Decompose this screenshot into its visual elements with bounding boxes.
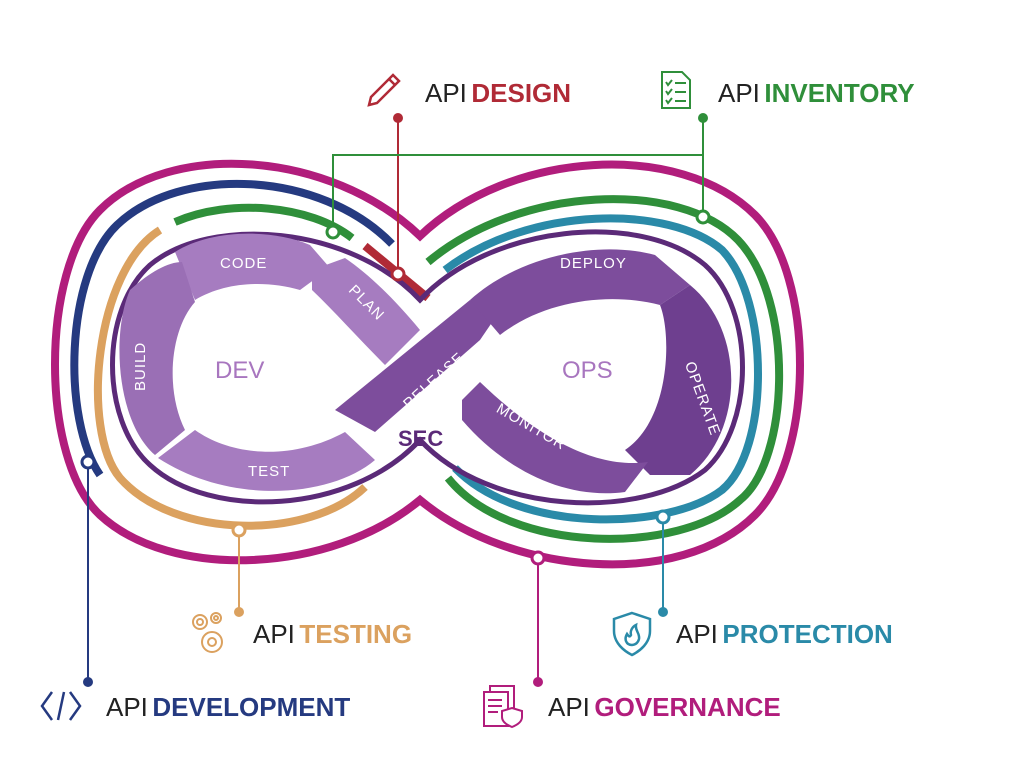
dev-label: DEV bbox=[215, 357, 264, 384]
sec-label: SEC bbox=[398, 426, 443, 451]
shield-flame-icon bbox=[612, 611, 652, 657]
connector-testing bbox=[231, 522, 247, 617]
inventory-band-right bbox=[425, 195, 784, 543]
connector-protection bbox=[655, 509, 671, 617]
stage-release bbox=[335, 300, 495, 432]
label-code: CODE bbox=[220, 255, 267, 272]
stage-code bbox=[175, 233, 330, 300]
connector-design bbox=[390, 113, 406, 282]
connector-inventory bbox=[325, 113, 711, 240]
checklist-document-icon bbox=[661, 71, 691, 109]
gears-icon bbox=[192, 612, 223, 653]
stage-plan bbox=[312, 258, 420, 365]
callout-governance: API GOVERNANCE bbox=[548, 692, 781, 722]
inner-purple-ring bbox=[110, 229, 745, 506]
stage-deploy bbox=[470, 249, 690, 335]
callout-design: API DESIGN bbox=[425, 78, 571, 108]
label-test: TEST bbox=[248, 463, 290, 480]
stage-build bbox=[119, 262, 195, 455]
label-build: BUILD bbox=[132, 342, 149, 391]
ops-label: OPS bbox=[562, 357, 613, 384]
documents-shield-icon bbox=[483, 685, 523, 729]
stage-test bbox=[158, 430, 375, 491]
code-brackets-icon bbox=[40, 691, 82, 721]
protection-band bbox=[442, 214, 762, 524]
stage-operate bbox=[625, 285, 732, 475]
connector-development bbox=[80, 454, 96, 687]
callout-development: API DEVELOPMENT bbox=[106, 692, 350, 722]
connector-governance bbox=[530, 550, 546, 687]
callout-testing: API TESTING bbox=[253, 619, 412, 649]
callout-inventory: API INVENTORY bbox=[718, 78, 915, 108]
testing-band bbox=[93, 226, 368, 530]
label-deploy: DEPLOY bbox=[560, 255, 627, 272]
stage-monitor bbox=[462, 382, 648, 494]
pencil-icon bbox=[367, 73, 401, 107]
development-band bbox=[70, 179, 395, 478]
callout-protection: API PROTECTION bbox=[676, 619, 893, 649]
governance-band bbox=[51, 159, 804, 569]
